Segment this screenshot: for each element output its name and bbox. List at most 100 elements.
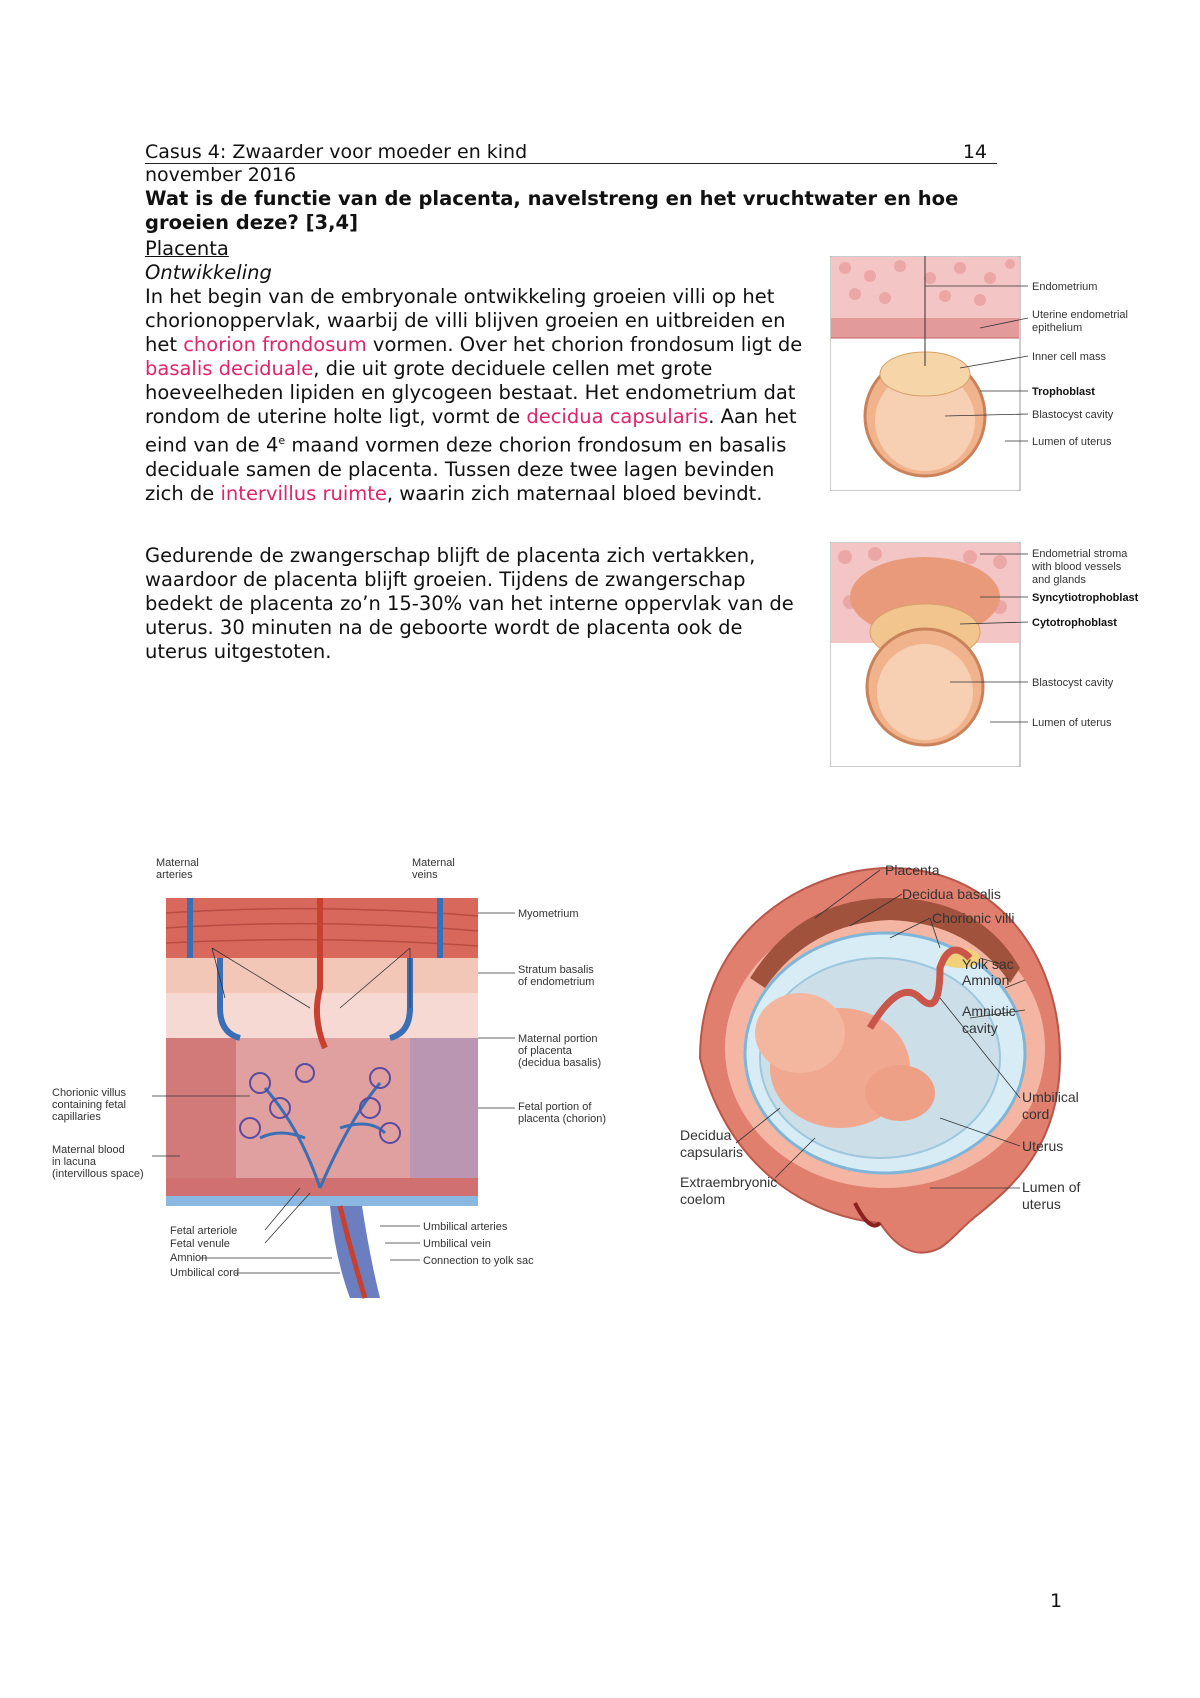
paragraph-text: maand vormen deze chorion frondosum en b… <box>145 433 787 505</box>
section-title: Placenta <box>145 237 229 260</box>
label-chorionic-villus-2: containing fetal <box>52 1099 126 1111</box>
figure-placenta-structure: Maternal arteries Maternal veins Myometr… <box>52 858 606 1299</box>
highlight-term: chorion frondosum <box>183 333 367 356</box>
highlight-term: intervillus ruimte <box>220 481 387 505</box>
umbilical-cord-shape <box>330 1206 380 1298</box>
capillary-loops <box>239 1063 401 1144</box>
highlight-term: basalis deciduale <box>145 357 314 380</box>
leader-lines <box>152 912 515 1274</box>
header-date-rest: november 2016 <box>145 164 297 186</box>
paragraph-text: vormen. Over het chorion frondosum ligt … <box>366 333 803 356</box>
label-maternal-arteries: Maternal <box>156 858 199 869</box>
label-myometrium: Myometrium <box>518 908 579 920</box>
paragraph-text: . Aan het eind van de 4 <box>145 405 797 457</box>
label-fetal-arteriole: Fetal arteriole <box>170 1225 237 1237</box>
label-endometrium: Endometrium <box>1032 281 1097 293</box>
label-maternal-blood-2: in lacuna <box>52 1156 97 1168</box>
label-uterine-epithelium-2: epithelium <box>1032 322 1082 334</box>
label-syncytiotrophoblast: Syncytiotrophoblast <box>1032 592 1139 604</box>
uterine-lumen <box>853 1202 882 1228</box>
label-chorionic-villus-3: capillaries <box>52 1111 101 1123</box>
label-chorionic-villus: Chorionic villus <box>52 1087 126 1099</box>
label-stratum-basalis: Stratum basalis <box>518 964 594 976</box>
cell-texture <box>839 259 1015 306</box>
septum-left <box>166 1038 236 1178</box>
label-lumen-uterus: Lumen of uterus <box>1032 436 1112 448</box>
leader-lines <box>925 285 1029 442</box>
paragraph-text: , waarin zich maternaal bloed bevindt. <box>386 481 763 505</box>
label-fetal-portion: Fetal portion of <box>518 1101 592 1113</box>
label-lumen-uterus-2: uterus <box>1022 1196 1061 1212</box>
label-maternal-portion: Maternal portion <box>518 1033 598 1045</box>
figure-blastocyst-implantation: Endometrium Uterine endometrial epitheli… <box>830 256 1128 491</box>
paragraph-text: , die uit grote deciduele cellen met gro… <box>145 357 796 428</box>
label-maternal-arteries-2: arteries <box>156 869 193 881</box>
label-blastocyst-cavity: Blastocyst cavity <box>1032 677 1114 689</box>
label-amnion: Amnion <box>170 1252 207 1264</box>
label-lumen-uterus: Lumen of <box>1022 1179 1080 1195</box>
superscript: e <box>278 434 286 447</box>
figure-trophoblast-invasion: Endometrial stroma with blood vessels an… <box>830 542 1139 767</box>
document-header: Casus 4: Zwaarder voor moeder en kind 14… <box>145 141 997 186</box>
leader-lines <box>735 869 1026 1189</box>
label-maternal-veins-2: veins <box>412 869 438 881</box>
label-endometrial-stroma-3: and glands <box>1032 574 1086 586</box>
label-yolk-sac: Yolk sac <box>962 956 1014 972</box>
header-title: Casus 4: Zwaarder voor moeder en kind <box>145 141 528 163</box>
label-trophoblast: Trophoblast <box>1032 386 1095 398</box>
label-fetal-venule: Fetal venule <box>170 1238 230 1250</box>
label-lumen-uterus: Lumen of uterus <box>1032 717 1112 729</box>
label-maternal-portion-2: of placenta <box>518 1045 573 1057</box>
label-yolk-connection: Connection to yolk sac <box>423 1255 534 1267</box>
label-decidua-basalis: Decidua basalis <box>902 886 1001 902</box>
label-uterine-epithelium: Uterine endometrial <box>1032 309 1128 321</box>
label-extraembryonic-coelom: Extraembryonic <box>680 1174 777 1190</box>
leader-lines <box>950 553 1029 723</box>
villi-tree <box>259 1082 387 1189</box>
umbilical-cord <box>866 946 973 1030</box>
label-maternal-portion-3: (decidua basalis) <box>518 1057 601 1069</box>
label-umbilical-arteries: Umbilical arteries <box>423 1221 508 1233</box>
label-stratum-basalis-2: of endometrium <box>518 976 594 988</box>
label-umbilical-vein: Umbilical vein <box>423 1238 491 1250</box>
umbilical-artery <box>337 1205 368 1299</box>
label-maternal-blood: Maternal blood <box>52 1144 125 1156</box>
label-endometrial-stroma: Endometrial stroma <box>1032 548 1128 560</box>
label-chorionic-villi: Chorionic villi <box>932 910 1014 926</box>
label-decidua-capsularis-2: capsularis <box>680 1144 743 1160</box>
fetus <box>755 993 935 1128</box>
placenta-villi-band <box>750 898 1020 988</box>
paragraph-development: In het begin van de embryonale ontwikkel… <box>145 285 805 506</box>
label-amniotic-cavity: Amniotic <box>962 1003 1016 1019</box>
label-cytotrophoblast: Cytotrophoblast <box>1032 617 1117 629</box>
label-umbilical-cord-2: cord <box>1022 1106 1049 1122</box>
septum-right <box>410 1038 478 1178</box>
label-uterus: Uterus <box>1022 1138 1063 1154</box>
label-maternal-veins: Maternal <box>412 858 455 869</box>
label-amniotic-cavity-2: cavity <box>962 1020 998 1036</box>
subsection-title: Ontwikkeling <box>145 261 272 284</box>
label-decidua-capsularis: Decidua <box>680 1127 732 1143</box>
highlight-term: decidua capsularis <box>526 405 709 428</box>
figure-fetus-uterus: Placenta Decidua basalis Chorionic villi… <box>680 862 1080 1254</box>
paragraph-text: In het begin van de embryonale ontwikkel… <box>145 285 786 356</box>
label-inner-cell-mass: Inner cell mass <box>1032 351 1106 363</box>
paragraph-growth: Gedurende de zwangerschap blijft de plac… <box>145 544 794 663</box>
label-extraembryonic-coelom-2: coelom <box>680 1191 725 1207</box>
header-date-day: 14 <box>962 141 987 163</box>
question-heading: Wat is de functie van de placenta, navel… <box>145 187 959 234</box>
blastocyst-cavity <box>877 644 973 740</box>
label-endometrial-stroma-2: with blood vessels <box>1031 561 1122 573</box>
label-maternal-blood-3: (intervillous space) <box>52 1168 144 1180</box>
amnion-layer <box>166 1196 478 1206</box>
label-umbilical-cord: Umbilical <box>1022 1089 1079 1105</box>
label-placenta: Placenta <box>885 862 940 878</box>
label-amnion: Amnion <box>962 972 1009 988</box>
label-umbilical-cord: Umbilical cord <box>170 1267 239 1279</box>
header-row: Casus 4: Zwaarder voor moeder en kind 14 <box>145 141 997 164</box>
blastocyst-cavity <box>875 371 975 471</box>
label-blastocyst-cavity: Blastocyst cavity <box>1032 409 1114 421</box>
vessels <box>187 898 443 1050</box>
page-number: 1 <box>1050 1590 1063 1612</box>
label-fetal-portion-2: placenta (chorion) <box>518 1113 606 1125</box>
